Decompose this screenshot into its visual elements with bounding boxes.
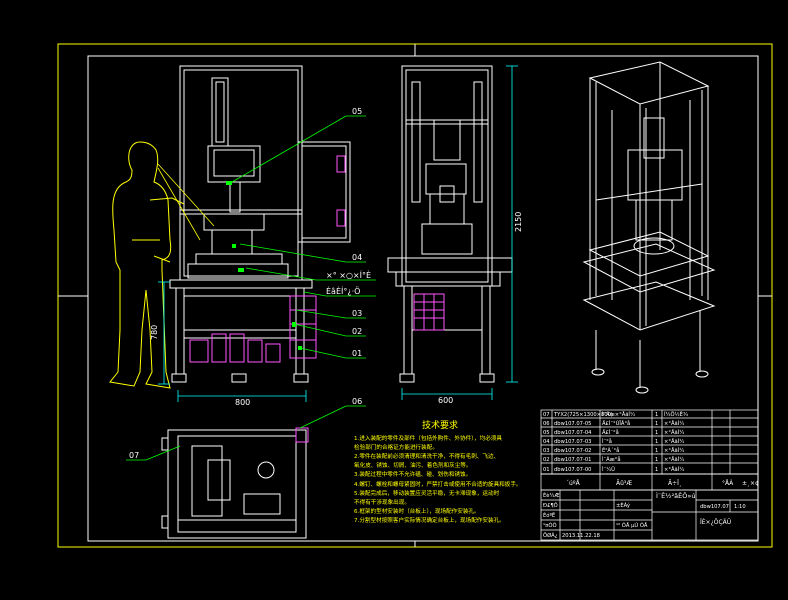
drawing-scale: 1:10: [734, 504, 746, 510]
inner-frame: [87, 55, 759, 542]
bom-material: Í¼Ö½Ê¾: [664, 410, 688, 418]
tech-line: 2.零件在装配前必须清理和清洗干净，不得有毛刺、飞边、: [354, 452, 499, 460]
plan-pneumatics: [295, 427, 309, 443]
bom-name: Ì¨°å: [602, 438, 612, 445]
bom-header-detail: Ã÷Ï¸: [668, 480, 682, 487]
bom-rows: 07 TYX2(725×1300×800) Ì¨Ãæ×°ÅäÍ¼ 1 Í¼Ö½Ê…: [543, 410, 688, 473]
title-block-grid: [540, 489, 759, 541]
bom-no: 02: [543, 457, 550, 463]
title-block-text: Éè¼Æ Ð£¶Ô ÉóºË ¹¤ÒÕ ÖØÁ¿ 2013.11.22.18 ¹…: [543, 491, 746, 539]
bom-qty: 1: [655, 439, 658, 445]
bom-code: dbw107.07-05: [554, 421, 591, 427]
tech-line: 7.分割型材按照客户实际情况确定台板上，现场配作安装孔。: [354, 516, 505, 524]
bom-name: Ä£Ì¨°ÚÏÂ°å: [602, 420, 630, 427]
bom-no: 03: [543, 448, 550, 454]
bom-no: 01: [543, 467, 550, 473]
tech-line: 不得有干涉现象出现。: [354, 498, 410, 506]
dimension-lines-front: [158, 281, 307, 402]
center-marks: [58, 44, 772, 547]
bom-header-material: °ÅÀ: [722, 480, 734, 487]
bom-code: dbw107.07-03: [554, 439, 591, 445]
dimension-lines-side: [401, 65, 518, 400]
bom-code: TYX2(725×1300×800): [553, 412, 613, 418]
callout-label-1: ×° ×○×Í°È: [326, 269, 371, 280]
bom-qty: 1: [655, 430, 658, 436]
bom-material: ×°ÅäÍ¼: [664, 438, 684, 445]
bom-header-code: ´úºÅ: [566, 480, 581, 487]
bom-qty: 1: [655, 467, 658, 473]
company-name: ÏÈ×¿ÖÇÄÜ: [700, 518, 731, 526]
balloon-07: 07: [129, 451, 139, 460]
bom-name: Ì¨Ãæ×°ÅäÍ¼: [602, 411, 635, 418]
dim-front-width: 800: [235, 398, 250, 407]
balloon-04: 04: [352, 253, 362, 262]
balloon-01: 01: [352, 349, 362, 358]
bom-name: Ê²Ã´°å: [602, 446, 619, 454]
bom-qty: 1: [655, 448, 658, 454]
tech-requirements-title: 技术要求: [422, 419, 458, 431]
bom-code: dbw107.07-00: [554, 467, 591, 473]
isometric-view: [582, 61, 716, 394]
balloon-02: 02: [352, 327, 362, 336]
balloon-05: 05: [352, 107, 362, 116]
bom-qty: 1: [655, 421, 658, 427]
bom-name: Ä£Ì¨°å: [602, 429, 619, 436]
bom-no: 07: [543, 412, 550, 418]
title-craft-label: ¹¤ÒÕ: [543, 522, 557, 529]
title-date: 2013.11.22.18: [562, 533, 600, 539]
dim-overall-height: 2150: [514, 212, 523, 232]
title-check-label: Ð£¶Ô: [543, 502, 558, 509]
title-design-label: Éè¼Æ: [543, 491, 560, 499]
tech-requirements-lines: 1.进入装配的零件及部件（包括外购件、外协件），均必须具 检验部门的合格证方能进…: [354, 434, 522, 524]
bom-name: Ì¨¼Ü: [602, 466, 615, 473]
bom-no: 06: [543, 421, 550, 427]
balloon-06: 06: [352, 397, 362, 406]
dim-side-width: 600: [438, 396, 453, 405]
drawing-number: dbw107.07: [700, 504, 729, 510]
dim-table-height: 780: [150, 325, 159, 340]
plan-view: [161, 429, 307, 539]
bom-no: 04: [543, 439, 550, 445]
sight-lines: [157, 163, 215, 241]
bom-material: ×°ÅäÍ¼: [664, 447, 684, 454]
tech-line: 氧化皮、锈蚀、切屑、油污、着色剂和灰尘等。: [354, 461, 471, 469]
bom-material: ×°ÅäÍ¼: [664, 466, 684, 473]
title-weight-label: ÖØÁ¿: [543, 532, 558, 539]
balloon-03: 03: [352, 309, 362, 318]
drawing-name: Ì¨Ê½²âÊÔ»ú: [656, 491, 695, 500]
callout-label-2: ÈâÈÍ°¿·Ö: [326, 285, 360, 296]
bom-no: 05: [543, 430, 550, 436]
front-pneumatics: [189, 155, 346, 363]
tech-line: 5.装配完成后，移动装置应灵活平稳，无卡滞现象，运动时: [354, 489, 500, 497]
operator-figure: [109, 141, 185, 389]
title-sheet: ¹² ÕÅ µÚ ÕÅ: [616, 522, 648, 529]
bom-code: dbw107.07-04: [554, 430, 592, 436]
side-view: [387, 65, 513, 383]
title-approve-label: ÉóºË: [543, 511, 555, 519]
bom-header: ´úºÅ Ãû³Æ Ã÷Ï¸ °ÅÀ ±¸×¢: [566, 480, 759, 487]
bom-qty: 1: [655, 457, 658, 463]
title-scale-label: ±ÈÀý: [616, 501, 630, 509]
bom-header-remark: ±¸×¢: [742, 480, 759, 487]
bom-qty: 1: [655, 412, 658, 418]
tech-line: 6.框架的型材安装时（台板上），现场配作安装孔。: [354, 507, 480, 515]
bom-code: dbw107.07-01: [554, 457, 591, 463]
leaders: [126, 115, 376, 461]
bom-material: ×°ÅäÍ¼: [664, 420, 684, 427]
tech-line: 4.螺钉、螺栓和螺母紧固时，严禁打击或使用不合适的旋具和扳手。: [354, 480, 522, 488]
tech-line: 1.进入装配的零件及部件（包括外购件、外协件），均必须具: [354, 434, 502, 442]
side-pneumatics: [413, 293, 445, 331]
front-view: [169, 65, 351, 383]
bom-header-name: Ãû³Æ: [616, 480, 632, 487]
bom-code: dbw107.07-02: [554, 448, 591, 454]
tech-line: 检验部门的合格证方能进行装配。: [354, 443, 438, 451]
bom-material: ×°ÅäÍ¼: [664, 429, 684, 436]
bom-material: ×°ÅäÍ¼: [664, 456, 684, 463]
bom-name: Ì¨Ãæ°å: [602, 456, 621, 463]
tech-line: 3.装配过程中零件不允许磕、碰、划伤和锈蚀。: [354, 470, 471, 478]
